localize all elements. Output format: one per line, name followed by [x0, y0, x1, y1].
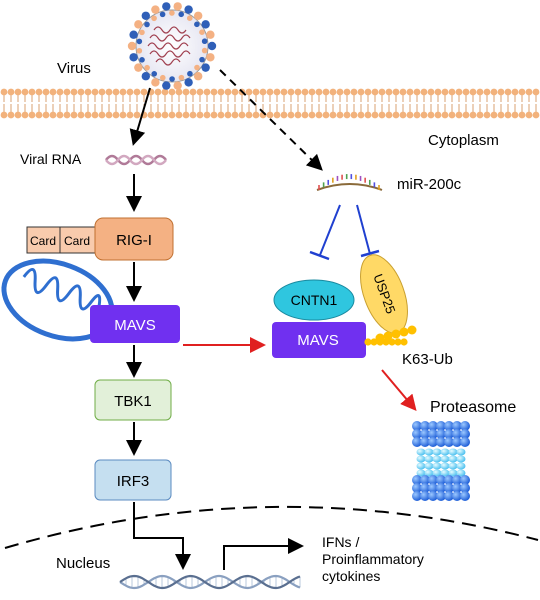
output-line3: cytokines [322, 568, 380, 584]
card-label-1: Card [30, 234, 56, 248]
mavs-label: MAVS [114, 317, 155, 334]
mavs-to-proteasome-red-arrow [381, 369, 417, 412]
mir-inhibits-usp25 [356, 204, 380, 258]
k63-ubiquitin-chain-icon [364, 325, 417, 346]
card-domain-2 [59, 226, 96, 254]
tbk1-label: TBK1 [114, 393, 152, 410]
card-label-2: Card [64, 234, 90, 248]
nucleus-label: Nucleus [56, 555, 110, 572]
irf3-to-nucleus-arrow [133, 502, 191, 570]
viral-rna-helix-icon [105, 154, 167, 166]
virus-to-rna-arrow [129, 87, 151, 146]
k63ub-label: K63-Ub [402, 351, 453, 368]
nuclear-envelope [4, 505, 539, 549]
mavs-node [90, 305, 180, 343]
output-line2: Proinflammatory [322, 551, 424, 567]
mavs-complex-node [272, 322, 366, 358]
mir200c-icon [316, 174, 383, 191]
virus-to-mir-dashed-arrow [219, 69, 323, 171]
tbk1-node [94, 379, 172, 421]
output-line1: IFNs / [322, 534, 359, 550]
cntn1-label: CNTN1 [291, 292, 338, 308]
transcription-arrow [223, 538, 304, 570]
virus-particle-icon [127, 2, 217, 90]
cntn1-node [273, 279, 355, 321]
irf3-label: IRF3 [117, 473, 150, 490]
irf3-node [94, 459, 172, 501]
virus-label: Virus [57, 60, 91, 77]
rigi-label: RIG-I [116, 232, 152, 249]
usp25-node: USP25 [360, 254, 408, 334]
proteasome-icon [412, 421, 470, 501]
mavs-complex-label: MAVS [297, 332, 338, 349]
rigi-node [94, 217, 174, 261]
cytoplasm-label: Cytoplasm [428, 132, 499, 149]
proteasome-label: Proteasome [430, 399, 516, 416]
dna-helix-icon [119, 574, 301, 590]
cell-membrane [0, 88, 540, 119]
viral-rna-label: Viral RNA [20, 151, 82, 167]
mir-inhibits-cntn1 [309, 204, 341, 261]
mir200c-label: miR-200c [397, 176, 462, 193]
